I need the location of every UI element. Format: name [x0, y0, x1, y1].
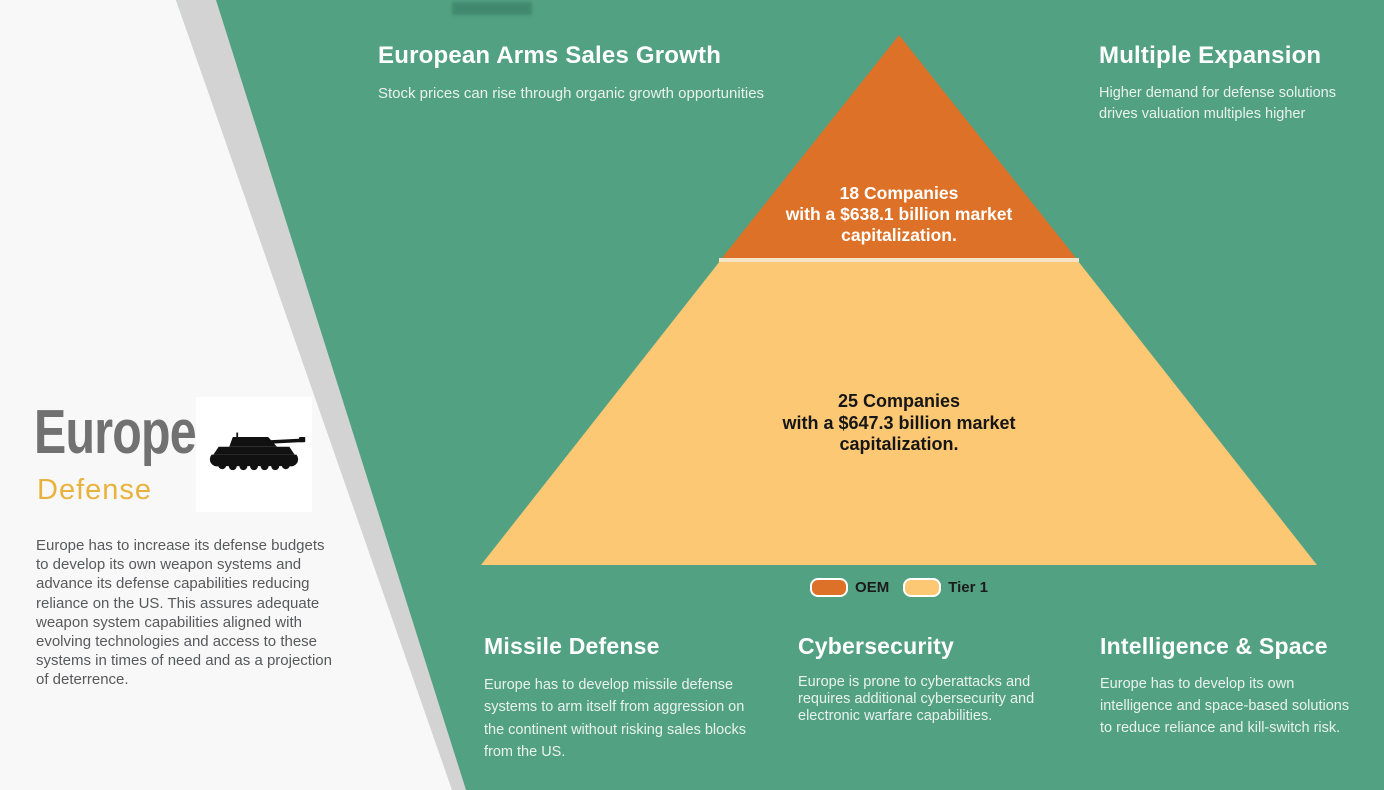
arms-sales-growth-title: European Arms Sales Growth	[378, 42, 722, 69]
legend-item-tier1: Tier 1	[903, 578, 988, 597]
missile-defense-body: Europe has to develop missile defense sy…	[484, 677, 746, 761]
pyramid-label-oem: 18 Companies with a $638.1 billion marke…	[737, 183, 1061, 246]
tank-icon	[201, 425, 307, 484]
oem-line-1: 18 Companies	[839, 183, 959, 203]
tier1-line-3: capitalization.	[839, 434, 959, 455]
watermark	[452, 2, 532, 15]
tier1-line-2: with a $647.3 billion market	[782, 412, 1016, 433]
brand-title: Europe	[34, 398, 197, 467]
legend-swatch-tier1	[903, 578, 942, 597]
legend-label-tier1: Tier 1	[948, 579, 988, 596]
chart-legend: OEM Tier 1	[481, 578, 1317, 597]
section-missile-defense: Missile Defense Europe has to develop mi…	[484, 633, 760, 764]
pyramid-label-tier1: 25 Companies with a $647.3 billion marke…	[729, 391, 1069, 456]
missile-defense-title: Missile Defense	[484, 633, 660, 659]
brand-subtitle: Defense	[37, 474, 153, 506]
legend-swatch-oem	[810, 578, 849, 597]
intelligence-space-body: Europe has to develop its own intelligen…	[1100, 676, 1350, 736]
cybersecurity-title: Cybersecurity	[798, 633, 955, 659]
oem-line-3: capitalization.	[841, 225, 957, 245]
tier1-line-1: 25 Companies	[837, 391, 961, 411]
intelligence-space-title: Intelligence & Space	[1100, 633, 1328, 659]
tank-image-box	[196, 397, 312, 512]
oem-line-2: with a $638.1 billion market	[785, 204, 1013, 224]
arms-sales-growth-subtitle: Stock prices can rise through organic gr…	[378, 85, 765, 102]
pyramid-tier-divider	[719, 258, 1079, 262]
brand-description: Europe has to increase its defense budge…	[36, 537, 332, 689]
multiple-expansion-body: Higher demand for defense solutions driv…	[1099, 85, 1336, 123]
cybersecurity-body: Europe is prone to cyberattacks and requ…	[798, 674, 1035, 725]
legend-label-oem: OEM	[855, 579, 890, 596]
section-multiple-expansion: Multiple Expansion Higher demand for def…	[1099, 42, 1367, 126]
section-cybersecurity: Cybersecurity Europe is prone to cyberat…	[798, 633, 1078, 725]
section-intelligence-space: Intelligence & Space Europe has to devel…	[1100, 633, 1376, 739]
section-arms-sales-growth: European Arms Sales Growth Stock prices …	[378, 42, 808, 102]
legend-item-oem: OEM	[810, 578, 889, 597]
multiple-expansion-title: Multiple Expansion	[1099, 42, 1322, 69]
